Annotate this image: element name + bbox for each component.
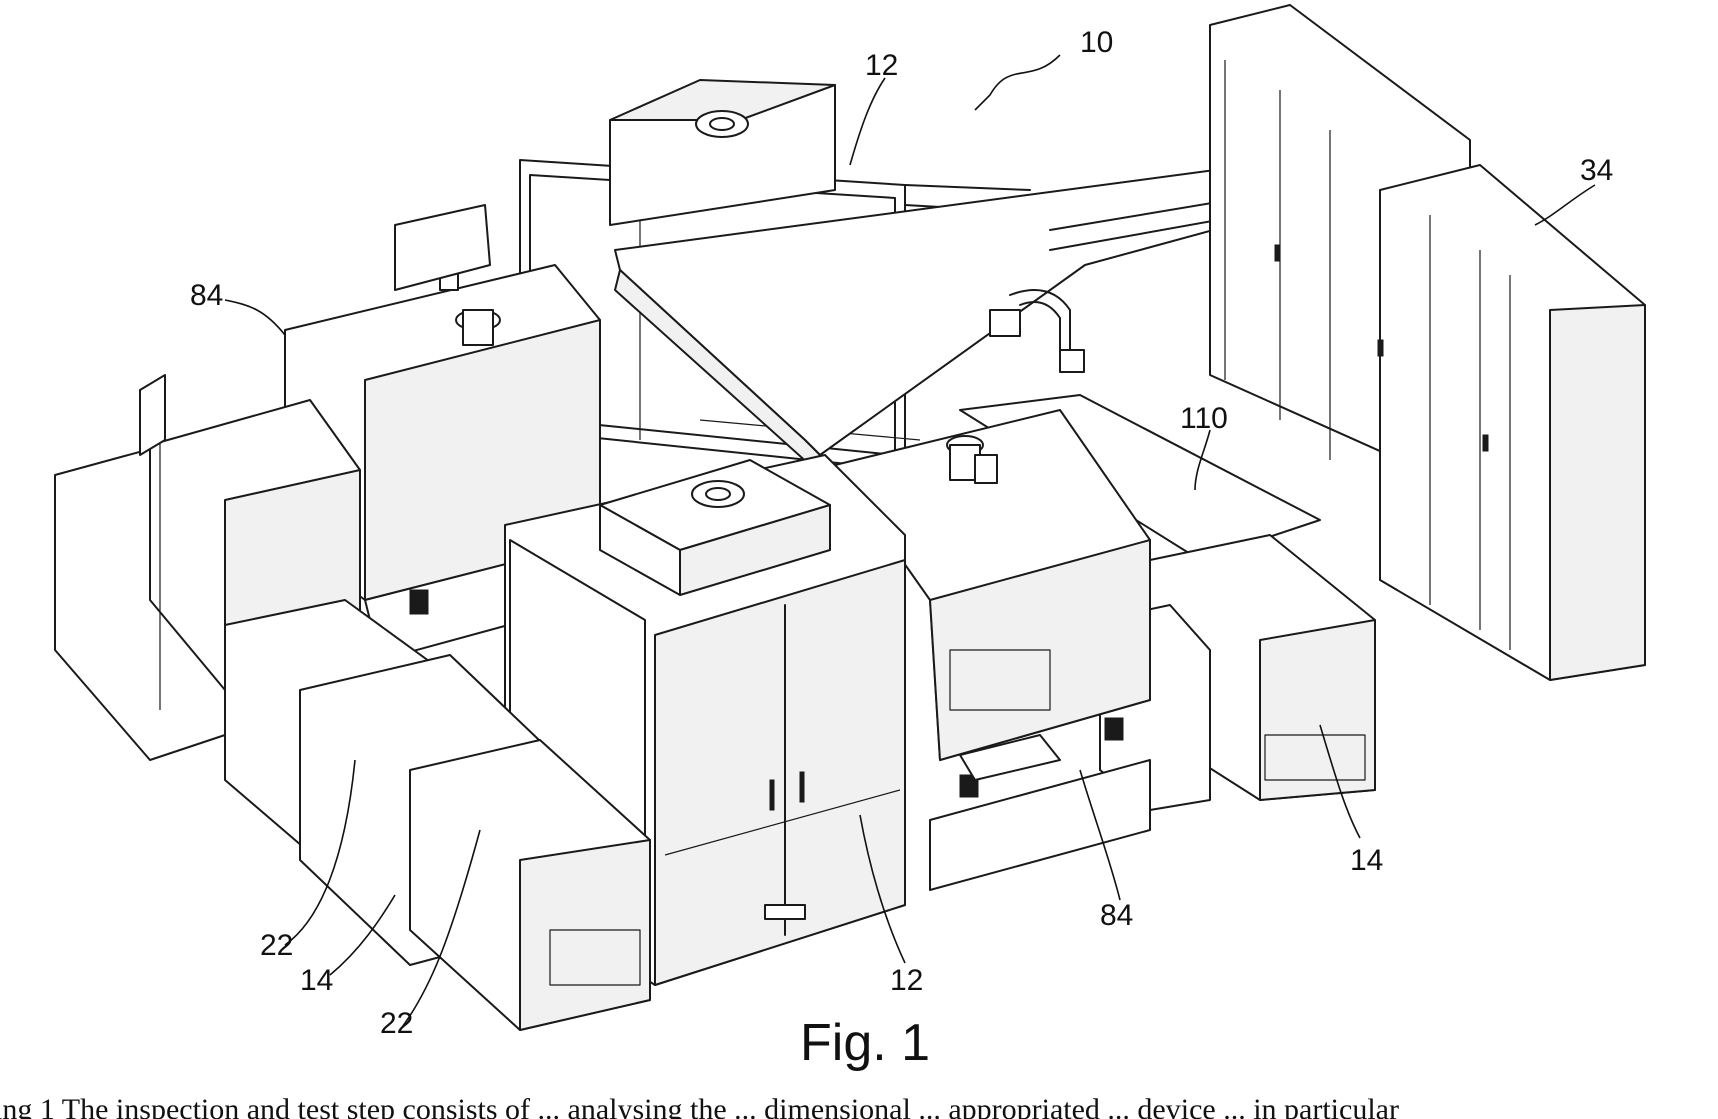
ref-22-upper: 22 [260, 929, 293, 962]
ref-12-rear: 12 [865, 49, 898, 82]
ref-14-right: 14 [1350, 844, 1383, 877]
ref-84-left: 84 [190, 279, 223, 312]
ref-110: 110 [1180, 402, 1228, 435]
ref-14-left: 14 [300, 964, 333, 997]
figure-caption: Fig. 1 [800, 1014, 930, 1072]
footer-text: ing 1 The inspection and test step consi… [0, 1093, 1399, 1119]
ref-12-front: 12 [890, 964, 923, 997]
ref-34: 34 [1580, 154, 1613, 187]
ref-10: 10 [1080, 26, 1113, 59]
ref-84-right: 84 [1100, 899, 1133, 932]
ref-22-lower: 22 [380, 1007, 413, 1040]
